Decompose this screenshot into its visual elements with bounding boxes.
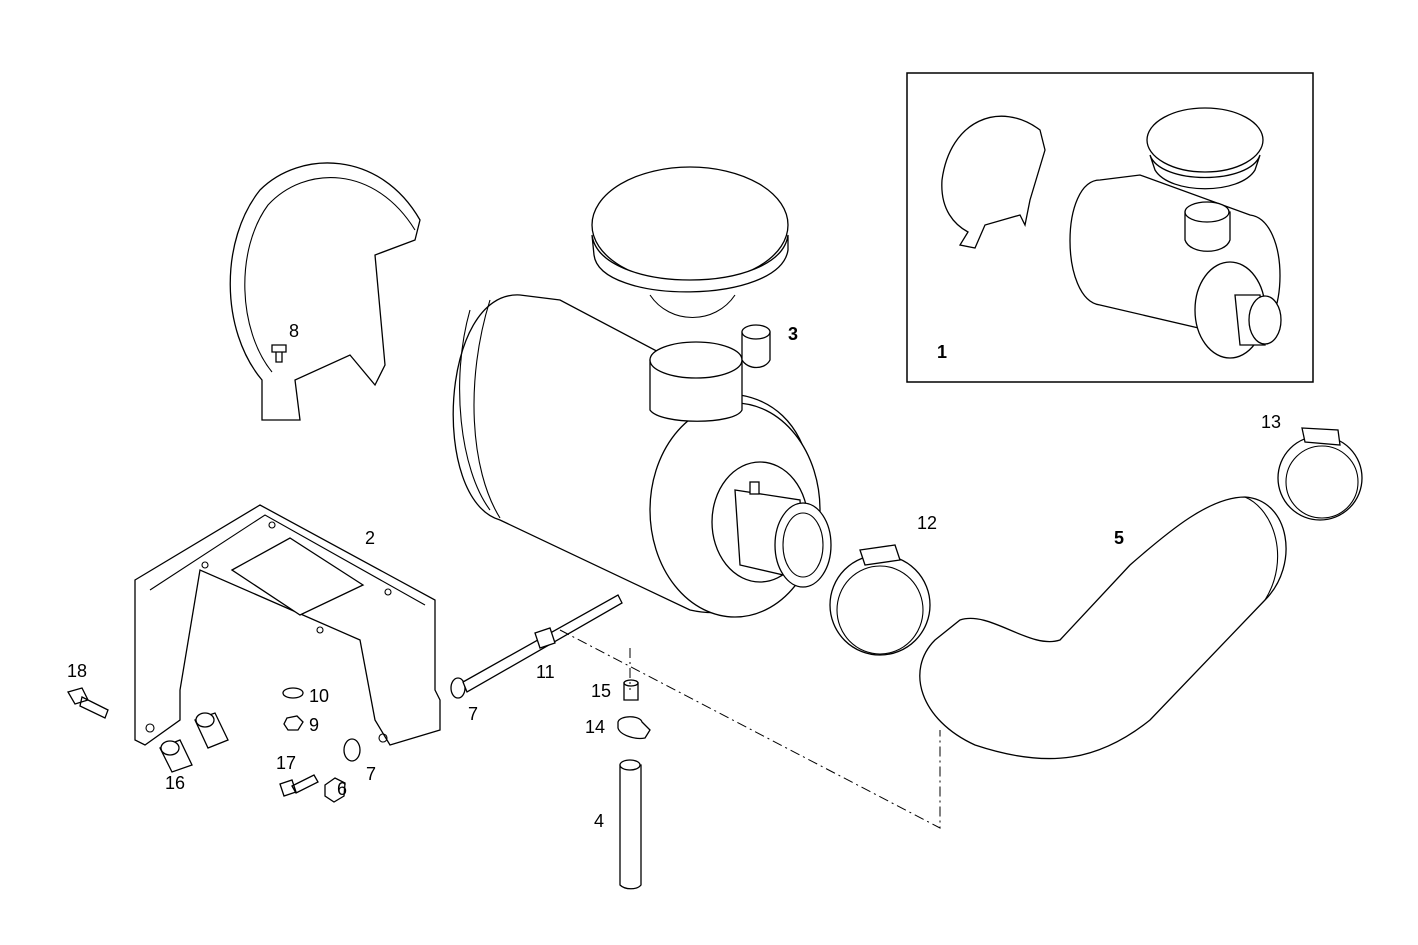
callout-11: 11 <box>536 662 555 682</box>
callout-1: 1 <box>937 342 948 362</box>
part-3-cap <box>741 324 771 369</box>
air-filter-housing <box>452 294 832 618</box>
callout-3: 3 <box>788 324 799 344</box>
callout-12: 12 <box>917 513 938 533</box>
callout-10: 10 <box>309 686 330 706</box>
inset-assembly-1 <box>906 72 1314 383</box>
callout-6: 6 <box>337 779 348 799</box>
callout-7b: 7 <box>366 764 377 784</box>
hose <box>919 496 1287 760</box>
callout-2: 2 <box>365 528 376 548</box>
callout-14: 14 <box>585 717 606 737</box>
callout-16: 16 <box>165 773 186 793</box>
strap-band <box>229 162 421 421</box>
assembly-leader-line <box>559 629 941 829</box>
callout-15: 15 <box>591 681 612 701</box>
callout-7a: 7 <box>468 704 479 724</box>
hardware-parts <box>67 594 651 890</box>
filter-cover <box>591 166 789 318</box>
callout-5: 5 <box>1114 528 1125 548</box>
callout-18: 18 <box>67 661 88 681</box>
mounting-bracket <box>134 504 441 746</box>
callout-17: 17 <box>276 753 297 773</box>
hose-clamps <box>829 427 1363 656</box>
callout-8: 8 <box>289 321 300 341</box>
callout-13: 13 <box>1261 412 1282 432</box>
callout-9: 9 <box>309 715 320 735</box>
callout-4: 4 <box>594 811 605 831</box>
